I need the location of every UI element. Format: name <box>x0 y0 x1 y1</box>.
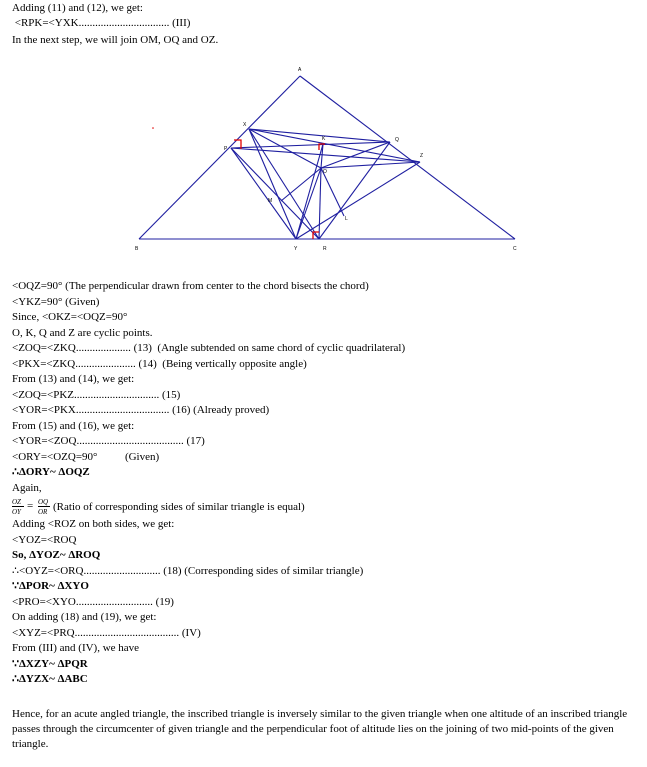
text-line-iii: <RPK=<YXK...............................… <box>12 17 191 29</box>
label-y: Y <box>294 246 298 252</box>
proof-line-2: <YKZ=90° (Given) <box>12 296 100 308</box>
proof-line-7: From (13) and (14), we get: <box>12 373 135 385</box>
right-angle-marker-k <box>318 143 325 150</box>
proof2-line-5: ∵ΔPOR~ ΔXYO <box>12 580 89 592</box>
label-k: K <box>322 136 326 142</box>
segment-py <box>230 147 297 240</box>
fraction-num-left: OZ <box>12 498 21 506</box>
proof2-line-1: Adding <ROZ on both sides, we get: <box>12 518 175 530</box>
proof2-line-11: ∴ΔYZX~ ΔABC <box>12 673 88 685</box>
proof2-line-9: From (III) and (IV), we have <box>12 642 140 654</box>
label-r: R <box>323 246 327 252</box>
proof-line-13: ∴ΔORY~ ΔOQZ <box>12 466 90 478</box>
proof-line-3: Since, <OKZ=<OQZ=90° <box>12 311 128 323</box>
label-l: L <box>345 216 348 222</box>
right-angle-marker-p <box>234 139 242 149</box>
label-a: A <box>298 67 302 73</box>
proof-line-12: <ORY=<OZQ=90° (Given) <box>12 451 160 463</box>
segment-or <box>318 167 322 240</box>
conclusion-paragraph: Hence, for an acute angled triangle, the… <box>12 708 628 750</box>
segment-xq <box>248 128 391 143</box>
label-x: X <box>243 122 247 128</box>
proof-line-4: O, K, Q and Z are cyclic points. <box>12 327 153 339</box>
segment-xr <box>248 128 320 240</box>
fraction-num-right: OQ <box>38 498 49 506</box>
label-c: C <box>513 246 517 252</box>
stray-dot <box>152 127 154 129</box>
proof-line-8: <ZOQ=<PKZ...............................… <box>12 389 181 401</box>
proof2-line-8: <XYZ=<PRQ...............................… <box>12 627 201 639</box>
ratio-explanation: (Ratio of corresponding sides of similar… <box>53 501 305 513</box>
segment-ko <box>320 143 324 169</box>
proof2-line-6: <PRO=<XYO............................ (1… <box>12 596 174 608</box>
proof-line-11: <YOR=<ZOQ...............................… <box>12 435 205 447</box>
proof-line-6: <PKX=<ZKQ...................... (14) (Be… <box>12 358 307 370</box>
proof2-line-2: <YOZ=<ROQ <box>12 534 77 546</box>
label-m: M <box>268 198 272 204</box>
segment-oy <box>295 167 322 240</box>
segment-oq <box>320 141 391 169</box>
label-b: B <box>135 246 139 252</box>
segment-ky <box>295 143 324 240</box>
side-ac <box>299 75 516 240</box>
side-ab <box>138 75 301 240</box>
proof-line-10: From (15) and (16), we get: <box>12 420 135 432</box>
side-yz <box>295 161 421 240</box>
proof-line-9: <YOR=<PKX...............................… <box>12 404 270 416</box>
side-xz <box>248 128 421 163</box>
proof2-line-3: So, ΔYOZ~ ΔROQ <box>12 549 101 561</box>
label-p: P <box>224 146 228 152</box>
fraction-equals: = <box>27 500 34 512</box>
segment-ox <box>248 128 322 169</box>
label-q: Q <box>395 137 399 143</box>
segment-ol <box>320 167 345 217</box>
fraction-den-left: OY <box>12 508 21 516</box>
text-line-join: In the next step, we will join OM, OQ an… <box>12 34 219 46</box>
proof2-line-10: ∵ΔXZY~ ΔPQR <box>12 658 88 670</box>
side-qr <box>318 141 391 240</box>
proof-line-14: Again, <box>12 482 42 494</box>
proof2-line-4: ∴<OYZ=<ORQ............................ (… <box>12 565 364 577</box>
label-z: Z <box>420 153 423 159</box>
proof-line-5: <ZOQ=<ZKQ.................... (13) (Angl… <box>12 342 406 354</box>
side-pr <box>230 147 320 240</box>
side-pq <box>230 141 391 149</box>
right-angle-marker-r <box>312 231 319 239</box>
fraction-den-right: OR <box>38 508 48 516</box>
segment-oz <box>320 161 421 169</box>
text-line-adding-11-12: Adding (11) and (12), we get: <box>12 2 143 14</box>
segment-om <box>280 167 322 202</box>
label-o: O <box>323 169 327 175</box>
fraction-bar-left <box>12 506 24 507</box>
fraction-bar-right <box>38 506 50 507</box>
proof-line-1: <OQZ=90° (The perpendicular drawn from c… <box>12 280 369 292</box>
segment-pz <box>230 147 421 163</box>
proof2-line-7: On adding (18) and (19), we get: <box>12 611 157 623</box>
